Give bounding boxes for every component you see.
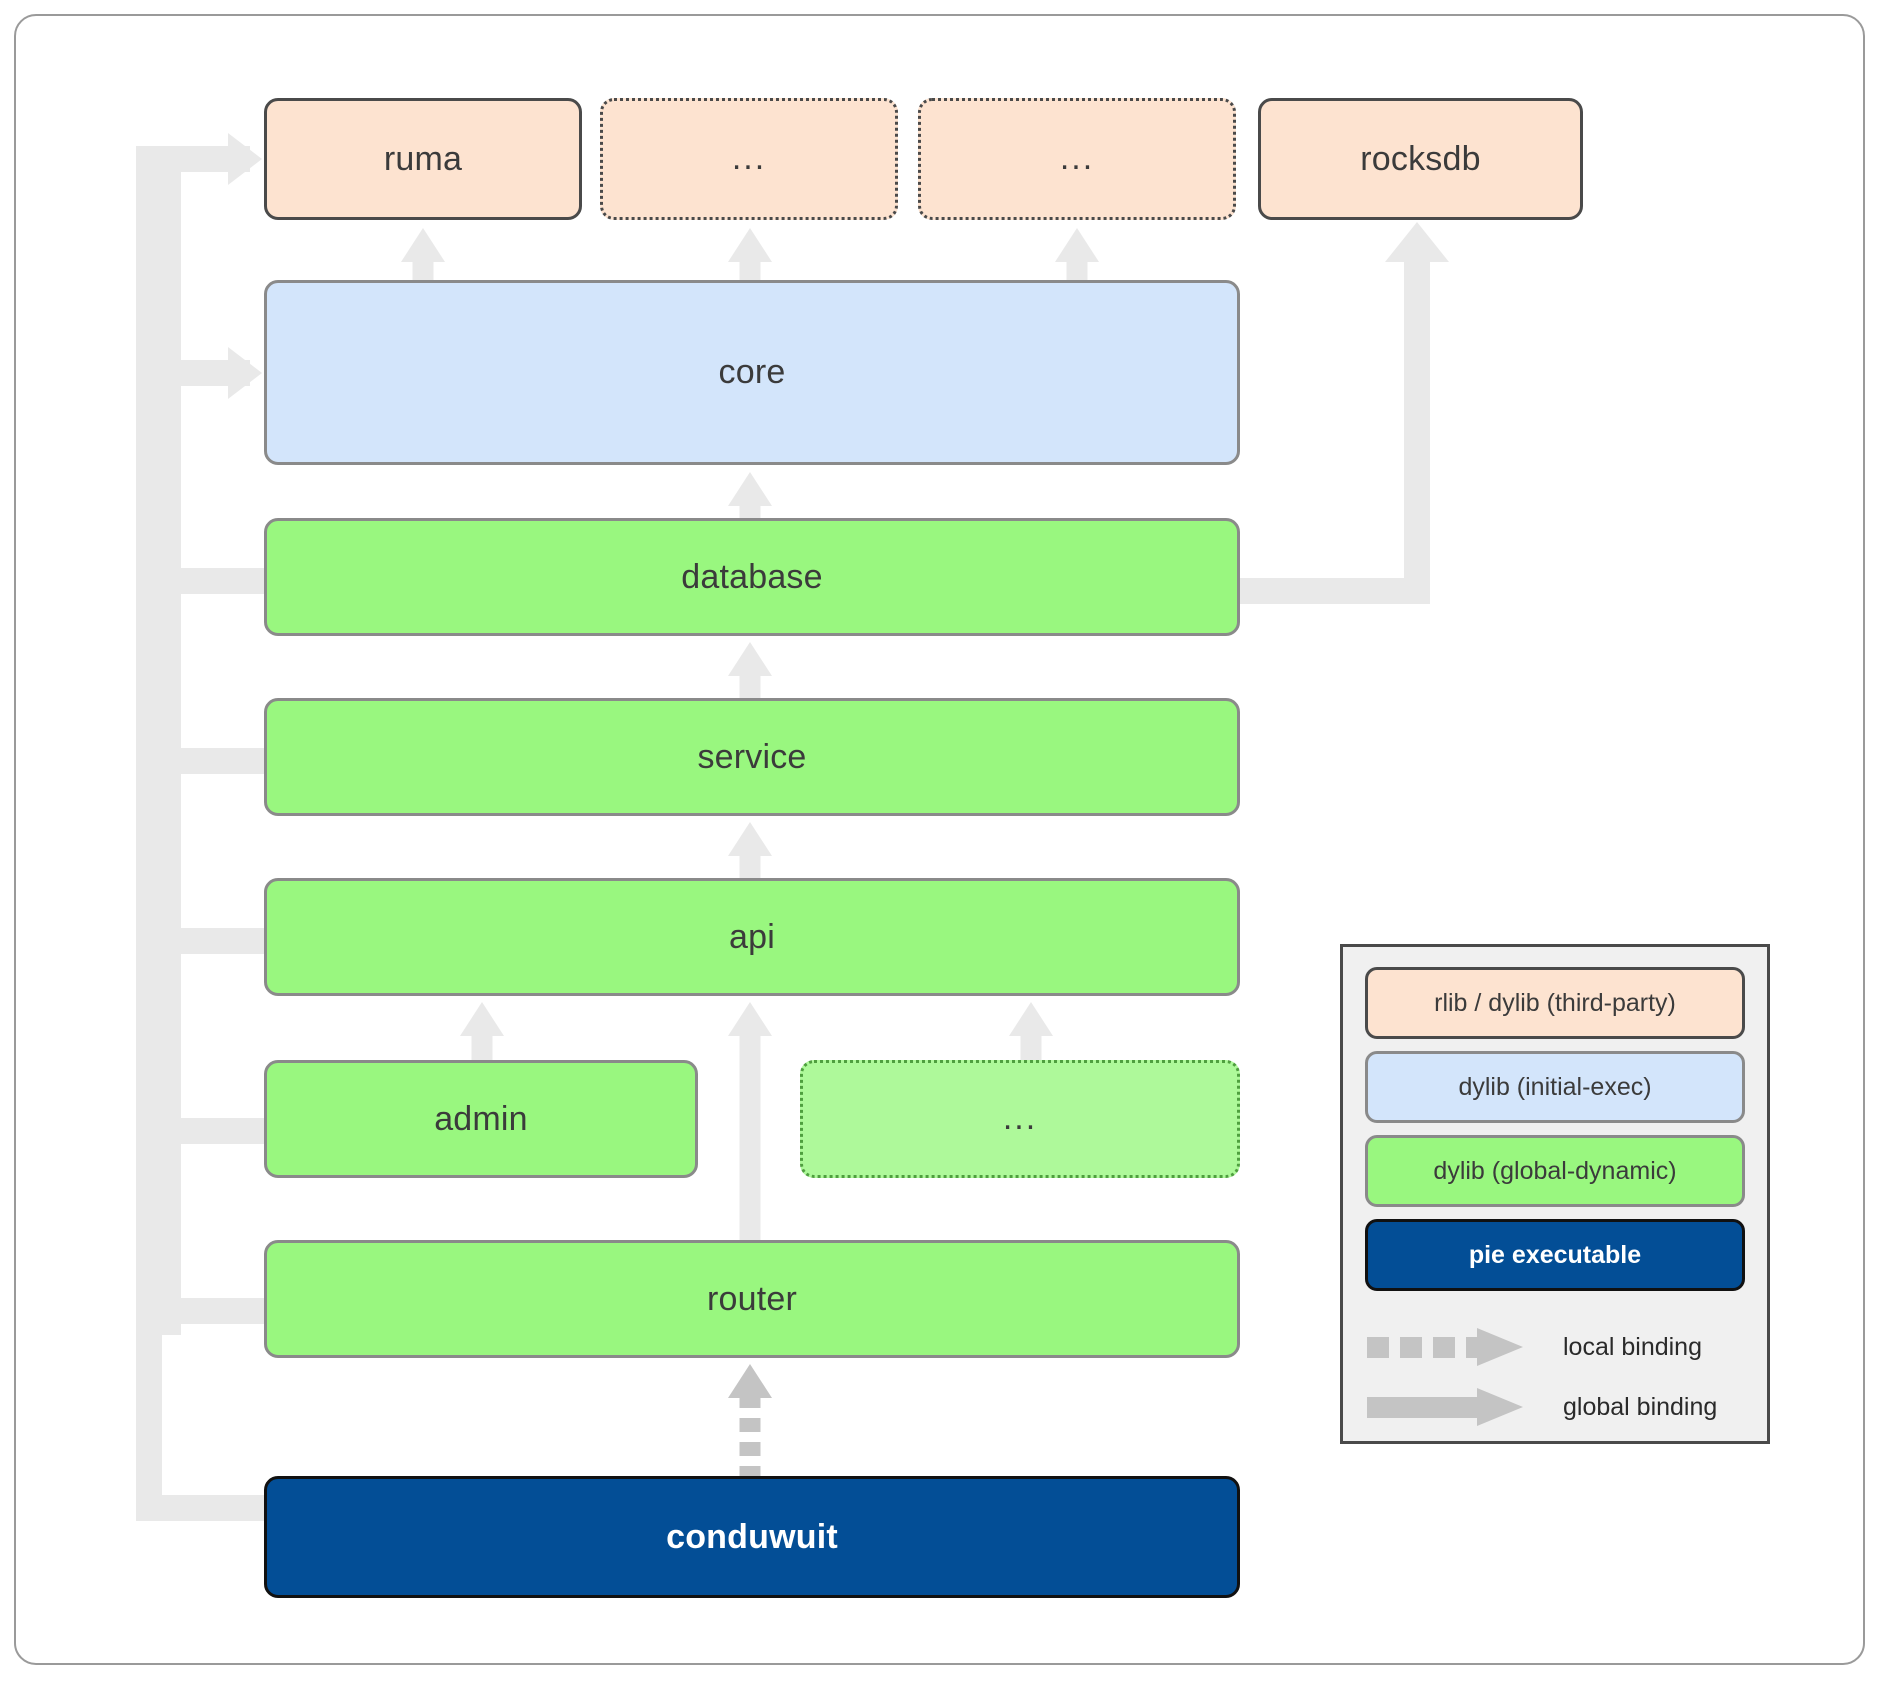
node-label-conduwuit: conduwuit (666, 1517, 838, 1556)
arrowhead (460, 1002, 504, 1036)
legend-label-global-dynamic: dylib (global-dynamic) (1433, 1156, 1677, 1185)
rail-branch-spine (155, 155, 181, 1335)
arrowhead (728, 1002, 772, 1036)
arrow-router-to-api (719, 1002, 781, 1254)
node-api[interactable]: api (264, 878, 1240, 996)
arrow-stem (739, 852, 761, 882)
arrowhead (1009, 1002, 1053, 1036)
arrow-body (1367, 1337, 1485, 1358)
legend-label-initial-exec: dylib (initial-exec) (1458, 1072, 1652, 1101)
node-database[interactable]: database (264, 518, 1240, 636)
arrowhead (1385, 222, 1449, 262)
arrow-stem (739, 256, 761, 286)
arrow-stem (471, 1032, 493, 1064)
legend-swatch-initial-exec: dylib (initial-exec) (1365, 1051, 1745, 1123)
arrow-core-to-third-party-b (1046, 228, 1108, 286)
arrow-extra-to-api (1000, 1002, 1062, 1064)
arrow-stem (739, 672, 761, 702)
node-label-rocksdb: rocksdb (1360, 139, 1481, 178)
node-router[interactable]: router (264, 1240, 1240, 1358)
arrow-database-to-core (719, 472, 781, 532)
node-label-third-party-b: ... (1059, 139, 1095, 178)
arrowhead (728, 472, 772, 506)
arrow-core-to-third-party-a (719, 228, 781, 286)
rail-branch-api (155, 928, 265, 954)
legend-swatch-third-party: rlib / dylib (third-party) (1365, 967, 1745, 1039)
rail-database-to-rocksdb-horizontal (1240, 578, 1430, 604)
node-label-service: service (697, 737, 807, 776)
rail-branch-conduwuit (136, 1495, 266, 1521)
node-third-party-a[interactable]: ... (600, 98, 898, 220)
rail-arrowhead-ruma (228, 133, 262, 185)
arrow-core-to-ruma (392, 228, 454, 286)
arrowhead (728, 822, 772, 856)
arrow-database-to-rocksdb-head (1385, 222, 1449, 262)
node-label-extra: ... (1002, 1099, 1038, 1138)
arrow-admin-to-api (451, 1002, 513, 1064)
arrow-stem (739, 1032, 761, 1254)
node-third-party-b[interactable]: ... (918, 98, 1236, 220)
node-core[interactable]: core (264, 280, 1240, 465)
arrow-stem (412, 256, 434, 286)
arrow-api-to-service (719, 822, 781, 882)
legend-label-global-binding: global binding (1563, 1392, 1718, 1421)
arrow-stem (1020, 1032, 1042, 1064)
arrowhead (728, 642, 772, 676)
rail-branch-database (155, 568, 265, 594)
arrow-stem-dashed (739, 1394, 761, 1476)
legend-binding-global: global binding (1367, 1377, 1717, 1437)
arrow-conduwuit-to-router (719, 1364, 781, 1476)
node-extra[interactable]: ... (800, 1060, 1240, 1178)
arrowhead (728, 1364, 772, 1398)
node-admin[interactable]: admin (264, 1060, 698, 1178)
rail-arrowhead-core (228, 347, 262, 399)
node-conduwuit[interactable]: conduwuit (264, 1476, 1240, 1598)
legend-swatch-global-dynamic: dylib (global-dynamic) (1365, 1135, 1745, 1207)
node-label-admin: admin (434, 1099, 528, 1138)
arrow-stem (1066, 256, 1088, 286)
legend-label-pie-executable: pie executable (1468, 1240, 1642, 1269)
node-label-api: api (729, 917, 775, 956)
node-label-router: router (706, 1279, 798, 1318)
legend-swatch-pie-executable: pie executable (1365, 1219, 1745, 1291)
legend-label-local-binding: local binding (1563, 1332, 1702, 1361)
rail-branch-service (155, 748, 265, 774)
arrowhead (1477, 1328, 1523, 1366)
arrow-body (1367, 1397, 1485, 1418)
arrowhead (1477, 1388, 1523, 1426)
rail-branch-admin (155, 1118, 265, 1144)
rail-database-to-rocksdb-vertical (1404, 252, 1430, 604)
rail-branch-router (155, 1298, 265, 1324)
node-label-ruma: ruma (383, 139, 463, 178)
node-rocksdb[interactable]: rocksdb (1258, 98, 1583, 220)
node-label-third-party-a: ... (731, 139, 767, 178)
node-label-core: core (718, 353, 786, 391)
node-label-database: database (681, 557, 823, 596)
node-service[interactable]: service (264, 698, 1240, 816)
legend-binding-local: local binding (1367, 1317, 1702, 1377)
legend-panel: rlib / dylib (third-party) dylib (initia… (1340, 944, 1770, 1444)
local-binding-arrow-icon (1367, 1328, 1527, 1366)
legend-label-third-party: rlib / dylib (third-party) (1434, 988, 1676, 1017)
arrow-service-to-database (719, 642, 781, 702)
global-binding-arrow-icon (1367, 1388, 1527, 1426)
node-ruma[interactable]: ruma (264, 98, 582, 220)
